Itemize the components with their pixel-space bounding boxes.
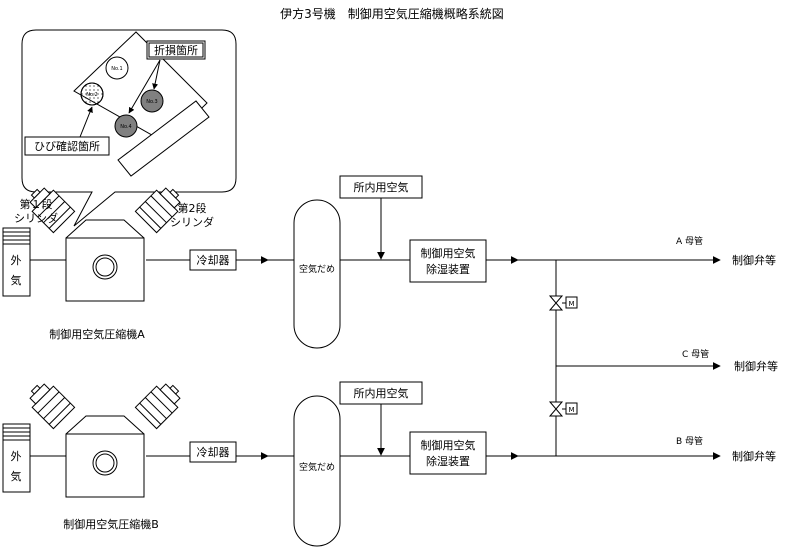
svg-text:No.1: No.1 xyxy=(111,66,122,72)
piston-no1: No.1 xyxy=(105,56,129,80)
svg-text:気: 気 xyxy=(11,469,22,483)
compressor-b-label: 制御用空気圧縮機B xyxy=(63,517,159,531)
air-tank-b: 空気だめ xyxy=(293,395,341,547)
header-c-label: C 母管 xyxy=(682,348,709,360)
svg-text:No.4: No.4 xyxy=(120,124,131,130)
svg-text:除湿装置: 除湿装置 xyxy=(426,454,470,468)
cylinder-bar xyxy=(117,100,210,177)
stage1-label-line2: シリンダ xyxy=(14,211,58,225)
piston-no3: No.3 xyxy=(140,89,164,113)
svg-text:除湿装置: 除湿装置 xyxy=(426,262,470,276)
crack-label-box xyxy=(24,136,110,156)
svg-text:制御用空気: 制御用空気 xyxy=(421,246,476,260)
fractured-label-box xyxy=(146,40,206,60)
outside-air-filter-a: 外 気 xyxy=(2,227,31,297)
station-air-b: 所内用空気 xyxy=(339,381,423,405)
svg-text:制御用空気: 制御用空気 xyxy=(421,438,476,452)
cooler-b: 冷却器 xyxy=(189,441,237,463)
to-valves-b: 制御弁等 xyxy=(732,449,776,463)
svg-text:No.3: No.3 xyxy=(146,99,157,105)
callout-bubble: No.1 No.2 No.3 No.4 折損箇所 ひび確認箇所 xyxy=(21,29,237,227)
motor-valve-lower: M xyxy=(548,401,578,417)
diagram-title: 伊方3号機 制御用空気圧縮機概略系統図 xyxy=(280,6,504,21)
svg-text:気: 気 xyxy=(11,273,22,287)
station-air-a: 所内用空気 xyxy=(339,175,423,199)
outside-air-filter-b: 外 気 xyxy=(2,423,31,493)
svg-text:外: 外 xyxy=(11,450,22,463)
dryer-a: 制御用空気 除湿装置 xyxy=(409,239,487,283)
dryer-b: 制御用空気 除湿装置 xyxy=(409,431,487,475)
cooler-a: 冷却器 xyxy=(189,249,237,271)
svg-text:冷却器: 冷却器 xyxy=(197,446,230,459)
piston-no2: No.2 xyxy=(80,82,104,106)
piston-no4: No.4 xyxy=(114,114,138,138)
compressor-a: 外 気 xyxy=(2,187,181,302)
header-a-label: A 母管 xyxy=(676,235,703,247)
to-valves-a: 制御弁等 xyxy=(732,253,776,267)
svg-text:所内用空気: 所内用空気 xyxy=(354,180,409,194)
svg-text:冷却器: 冷却器 xyxy=(197,254,230,267)
compressor-b: 外 気 xyxy=(2,383,181,498)
cross-connect: M M xyxy=(548,260,721,456)
svg-text:M: M xyxy=(568,406,574,414)
svg-text:所内用空気: 所内用空気 xyxy=(354,386,409,400)
to-valves-c: 制御弁等 xyxy=(734,359,778,373)
svg-text:空気だめ: 空気だめ xyxy=(299,461,335,473)
fractured-label: 折損箇所 xyxy=(154,43,198,57)
stage1-label-line1: 第１段 xyxy=(20,197,53,211)
svg-text:M: M xyxy=(568,300,574,308)
stage2-label-line2: シリンダ xyxy=(170,215,214,229)
motor-valve-upper: M xyxy=(548,295,578,311)
svg-text:空気だめ: 空気だめ xyxy=(299,263,335,275)
svg-text:No.2: No.2 xyxy=(86,92,97,98)
header-b-label: B 母管 xyxy=(676,435,703,447)
air-tank-a: 空気だめ xyxy=(293,199,341,349)
svg-text:外: 外 xyxy=(11,254,22,267)
crack-label: ひび確認箇所 xyxy=(34,139,100,153)
stage2-label-line1: 第2段 xyxy=(178,201,207,215)
compressor-a-label: 制御用空気圧縮機A xyxy=(49,327,145,341)
